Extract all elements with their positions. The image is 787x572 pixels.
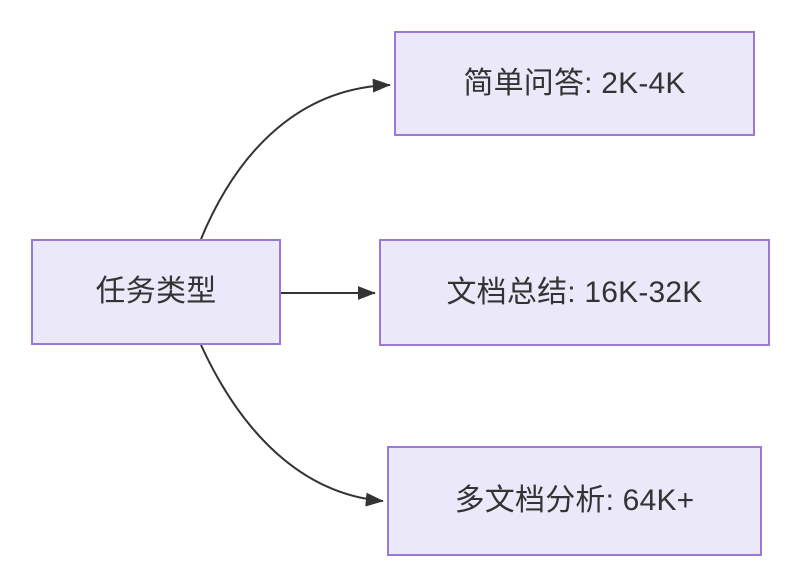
node-doc-summary[interactable]: 文档总结: 16K-32K — [379, 239, 770, 346]
node-root-label: 任务类型 — [95, 275, 217, 308]
node-simple-qa[interactable]: 简单问答: 2K-4K — [394, 31, 755, 136]
edge-root-to-multi-doc — [200, 344, 384, 507]
edge-root-to-simple-qa — [200, 78, 391, 240]
node-doc-summary-label: 文档总结: 16K-32K — [446, 275, 703, 309]
node-multi-doc[interactable]: 多文档分析: 64K+ — [387, 446, 762, 556]
node-multi-doc-label: 多文档分析: 64K+ — [454, 484, 695, 517]
node-root-task-type[interactable]: 任务类型 — [31, 239, 281, 345]
node-simple-qa-label: 简单问答: 2K-4K — [463, 66, 686, 100]
